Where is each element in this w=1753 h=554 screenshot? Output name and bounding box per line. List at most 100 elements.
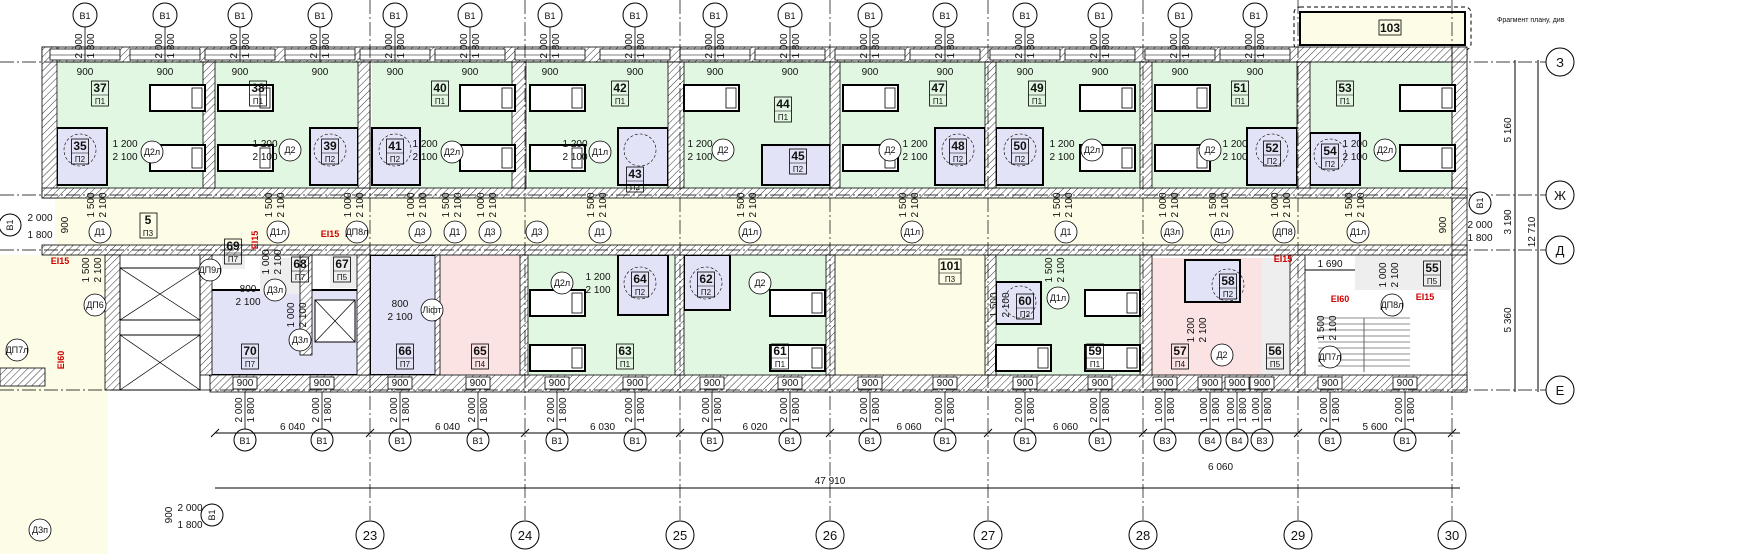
pillow bbox=[571, 87, 583, 109]
axis-label-x: 27 bbox=[981, 528, 995, 543]
room-tag-box bbox=[291, 256, 309, 283]
turning-circle bbox=[1211, 268, 1245, 302]
door-tag: Д1 bbox=[94, 227, 105, 237]
window-height: 2 000 bbox=[624, 397, 635, 422]
room-number: 48 bbox=[951, 139, 965, 153]
dimension-tick bbox=[825, 428, 835, 438]
window-height: 2 000 bbox=[779, 397, 790, 422]
window-mark: В1 bbox=[1019, 436, 1030, 446]
fire-rating-label: EI60 bbox=[1331, 294, 1350, 304]
window-mark: В1 bbox=[864, 11, 875, 21]
room-number: 50 bbox=[1013, 139, 1027, 153]
dimension-tick bbox=[675, 428, 685, 438]
door-height: 2 100 bbox=[1064, 192, 1075, 217]
pillow bbox=[1441, 87, 1453, 109]
room-finish-type: П1 bbox=[615, 97, 626, 106]
door-tag-circle bbox=[440, 140, 464, 164]
window-mark: В1 bbox=[939, 11, 950, 21]
pillow bbox=[1196, 87, 1208, 109]
room-tag-box bbox=[71, 138, 89, 165]
door-tag-circle bbox=[28, 518, 52, 542]
window-width: 1 800 bbox=[791, 33, 802, 58]
window-mark-circle bbox=[623, 428, 647, 452]
axis-bubble bbox=[665, 520, 695, 550]
door-tag-circle bbox=[478, 220, 502, 244]
room-tag-box bbox=[1321, 143, 1339, 170]
window-mark-circle bbox=[1318, 428, 1342, 452]
axis-bubble bbox=[1128, 520, 1158, 550]
door-tag: ДП8л bbox=[1381, 300, 1404, 310]
window-width: 1 800 bbox=[471, 33, 482, 58]
window-height: 2 000 bbox=[704, 33, 715, 58]
door-height: 2 100 bbox=[1056, 257, 1067, 282]
vertical-dimension: 12 710 bbox=[1527, 216, 1538, 247]
window-width: 1 800 bbox=[396, 33, 407, 58]
window-height: 2 000 bbox=[1089, 397, 1100, 422]
window-sill: 900 bbox=[392, 378, 409, 389]
door-tag-circle bbox=[1373, 138, 1397, 162]
door-width: 1 000 bbox=[261, 249, 272, 274]
elevator-cross bbox=[314, 299, 356, 343]
door-width: 1 000 bbox=[476, 192, 487, 217]
door-tag-circle bbox=[748, 271, 772, 295]
window-width: 1 800 bbox=[401, 397, 412, 422]
window-opening bbox=[777, 376, 803, 390]
axis-bubble bbox=[973, 520, 1003, 550]
window-mark-circle bbox=[307, 2, 333, 28]
window-sill: 900 bbox=[862, 378, 879, 389]
wall bbox=[357, 61, 371, 189]
window-opening bbox=[1197, 376, 1223, 390]
wall bbox=[829, 61, 841, 189]
window-width: 1 800 bbox=[1467, 233, 1492, 244]
elevator-cross bbox=[119, 267, 201, 321]
window-sill: 900 bbox=[1172, 67, 1189, 78]
room-41-area bbox=[371, 127, 421, 186]
axis-bubble bbox=[355, 520, 385, 550]
room-number: 55 bbox=[1425, 261, 1439, 275]
room-tag-box bbox=[1266, 343, 1284, 370]
window-mark-circle bbox=[1012, 2, 1038, 28]
window-mark-circle bbox=[537, 2, 563, 28]
room-number: 38 bbox=[251, 81, 265, 95]
window-sill: 900 bbox=[387, 67, 404, 78]
window-sill: 900 bbox=[60, 216, 71, 233]
room-number: 59 bbox=[1088, 344, 1102, 358]
door-tag-circle bbox=[550, 271, 574, 295]
door-tag-circle bbox=[588, 220, 612, 244]
door-height: 2 100 bbox=[235, 297, 260, 308]
door-tag: Д1л bbox=[904, 227, 920, 237]
room-finish-type: П5 bbox=[1427, 277, 1438, 286]
room-finish-type: П2 bbox=[701, 288, 712, 297]
room-tag-box bbox=[396, 343, 414, 370]
door-tag-circle bbox=[711, 138, 735, 162]
window-mark-circle bbox=[382, 2, 408, 28]
fragment-note: Фрагмент плану, див bbox=[1497, 17, 1565, 24]
dimension-tick bbox=[1293, 428, 1303, 438]
window-mark-circle bbox=[702, 2, 728, 28]
door-tag-circle bbox=[900, 220, 924, 244]
room-number: 37 bbox=[93, 81, 107, 95]
room-tag-box bbox=[938, 258, 962, 285]
pillow bbox=[571, 347, 583, 369]
door-tag-circle bbox=[738, 220, 762, 244]
door-width: 1 500 bbox=[898, 192, 909, 217]
window-opening bbox=[309, 376, 335, 390]
window-height: 2 000 bbox=[154, 33, 165, 58]
room-number: 58 bbox=[1221, 274, 1235, 288]
door-tag-circle bbox=[1046, 286, 1070, 310]
window-width: 1 800 bbox=[1101, 33, 1112, 58]
room-tag-box bbox=[626, 166, 644, 193]
room-48-area bbox=[934, 127, 986, 186]
axis-bubble bbox=[1283, 520, 1313, 550]
door-tag-circle bbox=[88, 220, 112, 244]
room-finish-type: П2 bbox=[325, 155, 336, 164]
window-mark-circle bbox=[1250, 428, 1274, 452]
room-101-area bbox=[905, 255, 985, 298]
span-dimension: 6 060 bbox=[1208, 462, 1233, 473]
span-dimension: 6 060 bbox=[896, 422, 921, 433]
window-height: 2 000 bbox=[177, 503, 202, 514]
window-mark: В1 bbox=[709, 11, 720, 21]
door-tag-circle bbox=[1210, 343, 1234, 367]
wall bbox=[1289, 254, 1306, 376]
room-finish-type: П5 bbox=[337, 273, 348, 282]
